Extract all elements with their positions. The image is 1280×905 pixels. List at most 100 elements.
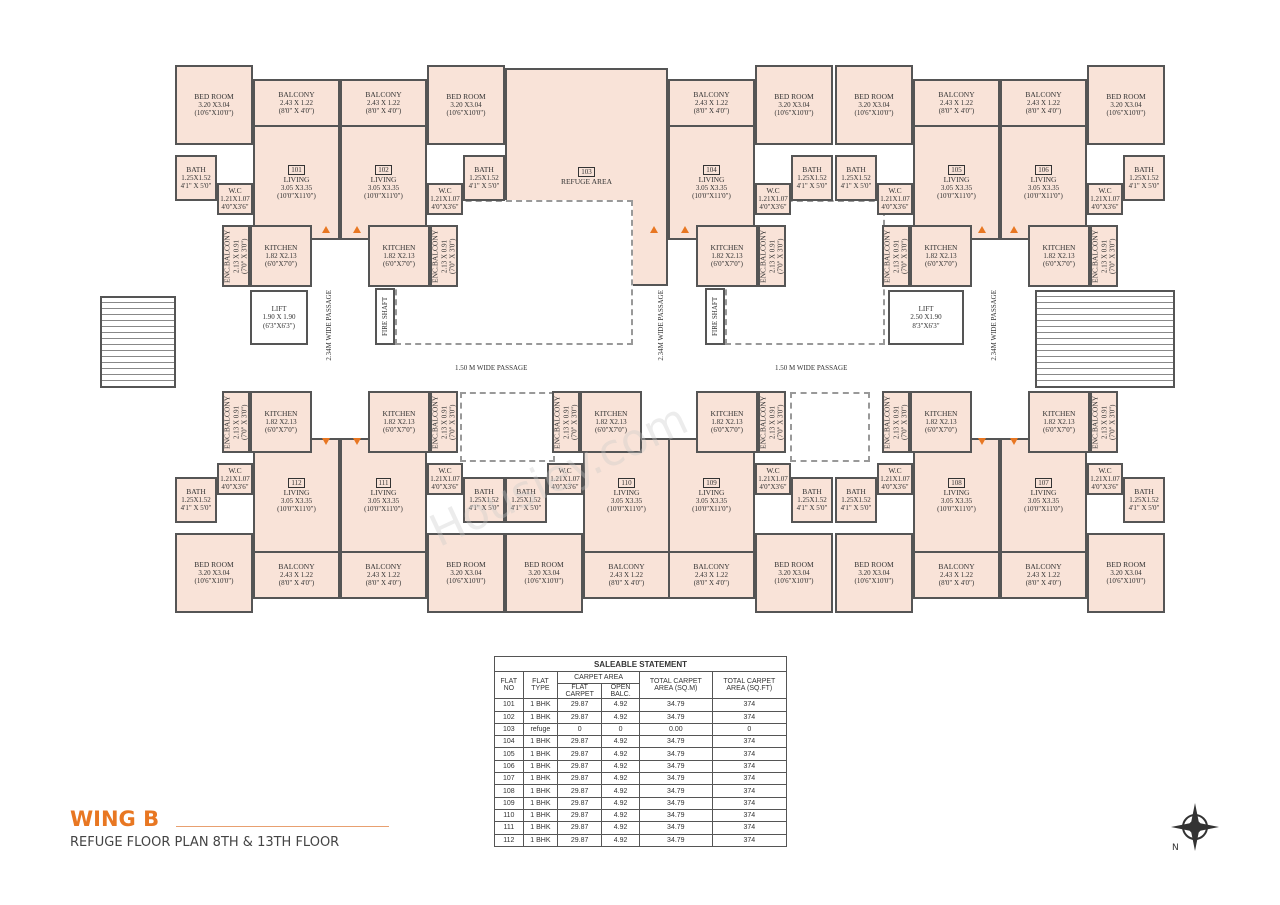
room-name: BALCONY (1025, 89, 1062, 99)
table-cell: 0.00 (638, 722, 713, 737)
room-size-m: 2.43 X 1.22 (694, 99, 729, 108)
room-name: KITCHEN (1042, 242, 1076, 252)
room-size-m: 1.21X1.07 (220, 475, 250, 484)
col-flat-carpet: FLAT CARPET (557, 683, 603, 700)
room-name: BALCONY (938, 561, 975, 571)
table-cell: 0 (601, 722, 640, 737)
room-size-m: 1.25X1.52 (1129, 496, 1159, 505)
room-size-m: 2.43 X 1.22 (1026, 571, 1061, 580)
room-name: W.C (558, 465, 572, 475)
room-size-ft: 4'1" X 5'0" (840, 504, 872, 513)
table-cell: 34.79 (638, 808, 713, 823)
table-cell: 4.92 (601, 821, 640, 835)
entrance-marker-icon (1010, 226, 1018, 233)
room-size-ft: (10'6"X10'0") (1106, 109, 1146, 118)
room-size-m: 3.20 X3.04 (858, 101, 890, 110)
room-size-ft: (8'0" X 4'0") (608, 579, 645, 588)
room-name: BATH (474, 486, 494, 496)
entrance-marker-icon (353, 438, 361, 445)
room-name: BED ROOM (446, 91, 486, 101)
room-size-ft: (10'0"X11'0") (607, 505, 646, 514)
room-name: ENC.BALCONY (552, 395, 562, 449)
table-cell: 29.87 (557, 747, 603, 761)
room-size-ft: (8'0" X 4'0") (278, 579, 315, 588)
room-name: KITCHEN (924, 242, 958, 252)
room-size-ft: (10'0"X11'0") (937, 192, 976, 201)
room-name: LIVING (370, 487, 397, 497)
room-name: LIVING (698, 174, 725, 184)
col-flat-no: FLAT NO (494, 670, 524, 700)
room-name: LIVING (698, 487, 725, 497)
table-cell: 105 (494, 747, 524, 761)
table-cell: 102 (494, 710, 524, 724)
lift-size-ft: 8'3"X6'3" (912, 321, 940, 330)
refuge-label: REFUGE AREA (560, 177, 613, 187)
room-size-ft: 4'0"X3'6" (1091, 203, 1119, 212)
room-name: LIVING (1030, 487, 1057, 497)
room-size-ft: 4'1" X 5'0" (510, 504, 542, 513)
table-cell: 4.92 (601, 710, 640, 724)
room-size-ft: (10'0"X11'0") (1024, 505, 1063, 514)
flat-number: 101 (288, 164, 305, 175)
flat-number: 104 (703, 164, 720, 175)
entrance-marker-icon (650, 226, 658, 233)
room-size-m: 3.05 X3.35 (610, 497, 643, 506)
room-size-m: 1.82 X2.13 (595, 418, 627, 427)
table-cell: 103 (494, 722, 524, 737)
table-cell: 4.92 (601, 698, 640, 712)
room-size-ft: (7'0" X 3'0") (900, 404, 909, 440)
table-cell: 29.87 (557, 833, 603, 847)
fire-shaft-label: FIRE SHAFT (710, 296, 719, 337)
entrance-marker-icon (322, 438, 330, 445)
room-size-m: 3.05 X3.35 (280, 184, 313, 193)
flat-number: 107 (1035, 477, 1052, 488)
room-size-ft: (8'0" X 4'0") (365, 579, 402, 588)
room-size-m: 1.25X1.52 (797, 174, 827, 183)
room-size-ft: (10'6"X10'0") (524, 577, 564, 586)
room-size-m: 3.05 X3.35 (940, 184, 973, 193)
room-name: KITCHEN (594, 408, 628, 418)
room-name: BALCONY (278, 561, 315, 571)
room-size-ft: (10'6"X10'0") (446, 109, 486, 118)
room-size-m: 1.82 X2.13 (265, 252, 297, 261)
room-name: BED ROOM (194, 559, 234, 569)
room-size-ft: 4'0"X3'6" (881, 483, 909, 492)
room-size-ft: 4'0"X3'6" (431, 483, 459, 492)
fire-shaft: FIRE SHAFT (705, 288, 725, 345)
room-size-m: 2.13 X 0.91 (892, 239, 901, 273)
room-size-m: 1.21X1.07 (880, 475, 910, 484)
room-size-m: 2.43 X 1.22 (609, 571, 644, 580)
room-size-m: 1.82 X2.13 (711, 418, 743, 427)
room-size-m: 1.82 X2.13 (383, 418, 415, 427)
room-size-m: 2.13 X 0.91 (768, 405, 777, 439)
table-cell: 29.87 (557, 772, 603, 786)
